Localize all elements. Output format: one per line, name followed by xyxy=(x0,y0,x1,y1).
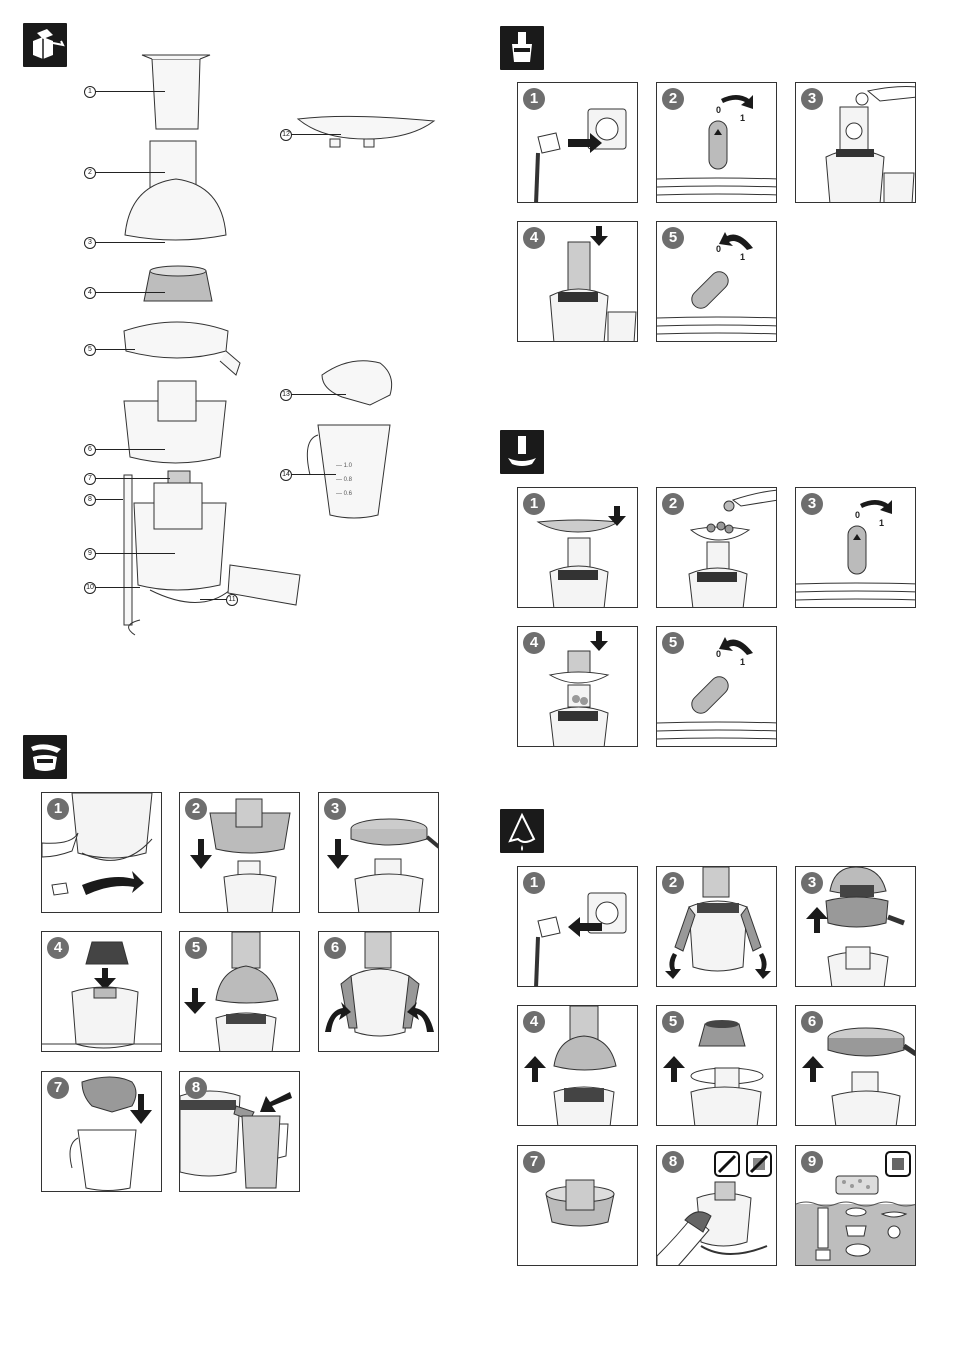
cleaning-cloth-icon xyxy=(500,809,544,853)
part-callout: 3 xyxy=(84,237,96,249)
no-dishwasher-icon xyxy=(747,1152,771,1176)
part-callout: 7 xyxy=(84,473,96,485)
assembly-step-1: 1 xyxy=(41,792,162,913)
chopping-step-3: 3 0 1 xyxy=(795,487,916,608)
part-callout: 1 xyxy=(84,86,96,98)
part-callout: 10 xyxy=(84,582,96,594)
part-callout: 2 xyxy=(84,167,96,179)
assembly-step-3: 3 xyxy=(318,792,439,913)
chopping-step-5: 5 0 1 xyxy=(656,626,777,747)
part-callout: 13 xyxy=(280,389,292,401)
cleaning-step-6: 6 xyxy=(795,1005,916,1126)
part-callout: 5 xyxy=(84,344,96,356)
assembly-step-8: 8 xyxy=(179,1071,300,1192)
assembly-step-5: 5 xyxy=(179,931,300,1052)
no-water-icon xyxy=(715,1152,739,1176)
assembly-step-6: 6 xyxy=(318,931,439,1052)
cleaning-step-9: 9 xyxy=(795,1145,916,1266)
cleaning-step-1: 1 xyxy=(517,866,638,987)
unbox-icon xyxy=(23,23,67,67)
part-callout: 6 xyxy=(84,444,96,456)
assembly-step-7: 7 xyxy=(41,1071,162,1192)
juicing-step-3: 3 xyxy=(795,82,916,203)
dishwasher-safe-icon xyxy=(886,1152,910,1176)
parts-exploded-diagram: — 1.0 — 0.8 — 0.6 xyxy=(80,45,440,645)
cleaning-step-7: 7 xyxy=(517,1145,638,1266)
part-callout: 14 xyxy=(280,469,292,481)
part-callout: 11 xyxy=(226,594,238,606)
juicing-step-5: 5 0 1 xyxy=(656,221,777,342)
juicer-icon xyxy=(500,26,544,70)
juicing-step-1: 1 xyxy=(517,82,638,203)
cleaning-step-4: 4 xyxy=(517,1005,638,1126)
cleaning-step-2: 2 xyxy=(656,866,777,987)
part-callout: 8 xyxy=(84,494,96,506)
part-callout: 12 xyxy=(280,129,292,141)
svg-text:— 0.6: — 0.6 xyxy=(336,491,353,497)
assembly-icon xyxy=(23,735,67,779)
fruit-tray-icon xyxy=(500,430,544,474)
svg-text:— 1.0: — 1.0 xyxy=(336,463,353,469)
chopping-step-1: 1 xyxy=(517,487,638,608)
assembly-step-2: 2 xyxy=(179,792,300,913)
chopping-step-2: 2 xyxy=(656,487,777,608)
assembly-step-4: 4 xyxy=(41,931,162,1052)
part-callout: 9 xyxy=(84,548,96,560)
juicing-step-2: 2 0 1 xyxy=(656,82,777,203)
cleaning-step-3: 3 xyxy=(795,866,916,987)
svg-text:— 0.8: — 0.8 xyxy=(336,477,353,483)
cleaning-step-8: 8 xyxy=(656,1145,777,1266)
part-callout: 4 xyxy=(84,287,96,299)
chopping-step-4: 4 xyxy=(517,626,638,747)
juicing-step-4: 4 xyxy=(517,221,638,342)
cleaning-step-5: 5 xyxy=(656,1005,777,1126)
